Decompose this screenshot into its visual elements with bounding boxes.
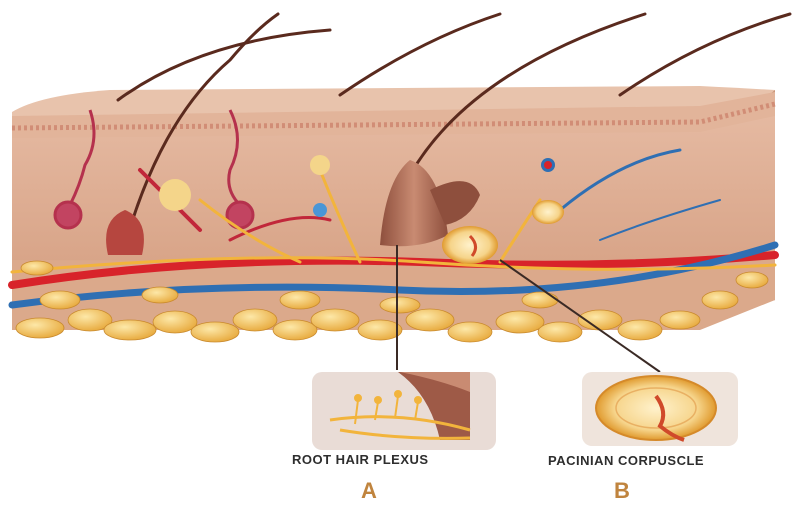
pacinian-corpuscle-label: PACINIAN CORPUSCLE	[548, 453, 704, 468]
hair-shaft	[340, 14, 500, 95]
pacinian-corpuscle	[442, 226, 498, 264]
callout-letter-b: B	[614, 478, 630, 504]
callout-letter-a: A	[361, 478, 377, 504]
hair-shaft	[620, 14, 790, 95]
inset-root-hair-plexus	[312, 372, 496, 450]
root-hair-plexus-label: ROOT HAIR PLEXUS	[292, 452, 429, 467]
inset-pacinian-corpuscle	[582, 372, 738, 446]
